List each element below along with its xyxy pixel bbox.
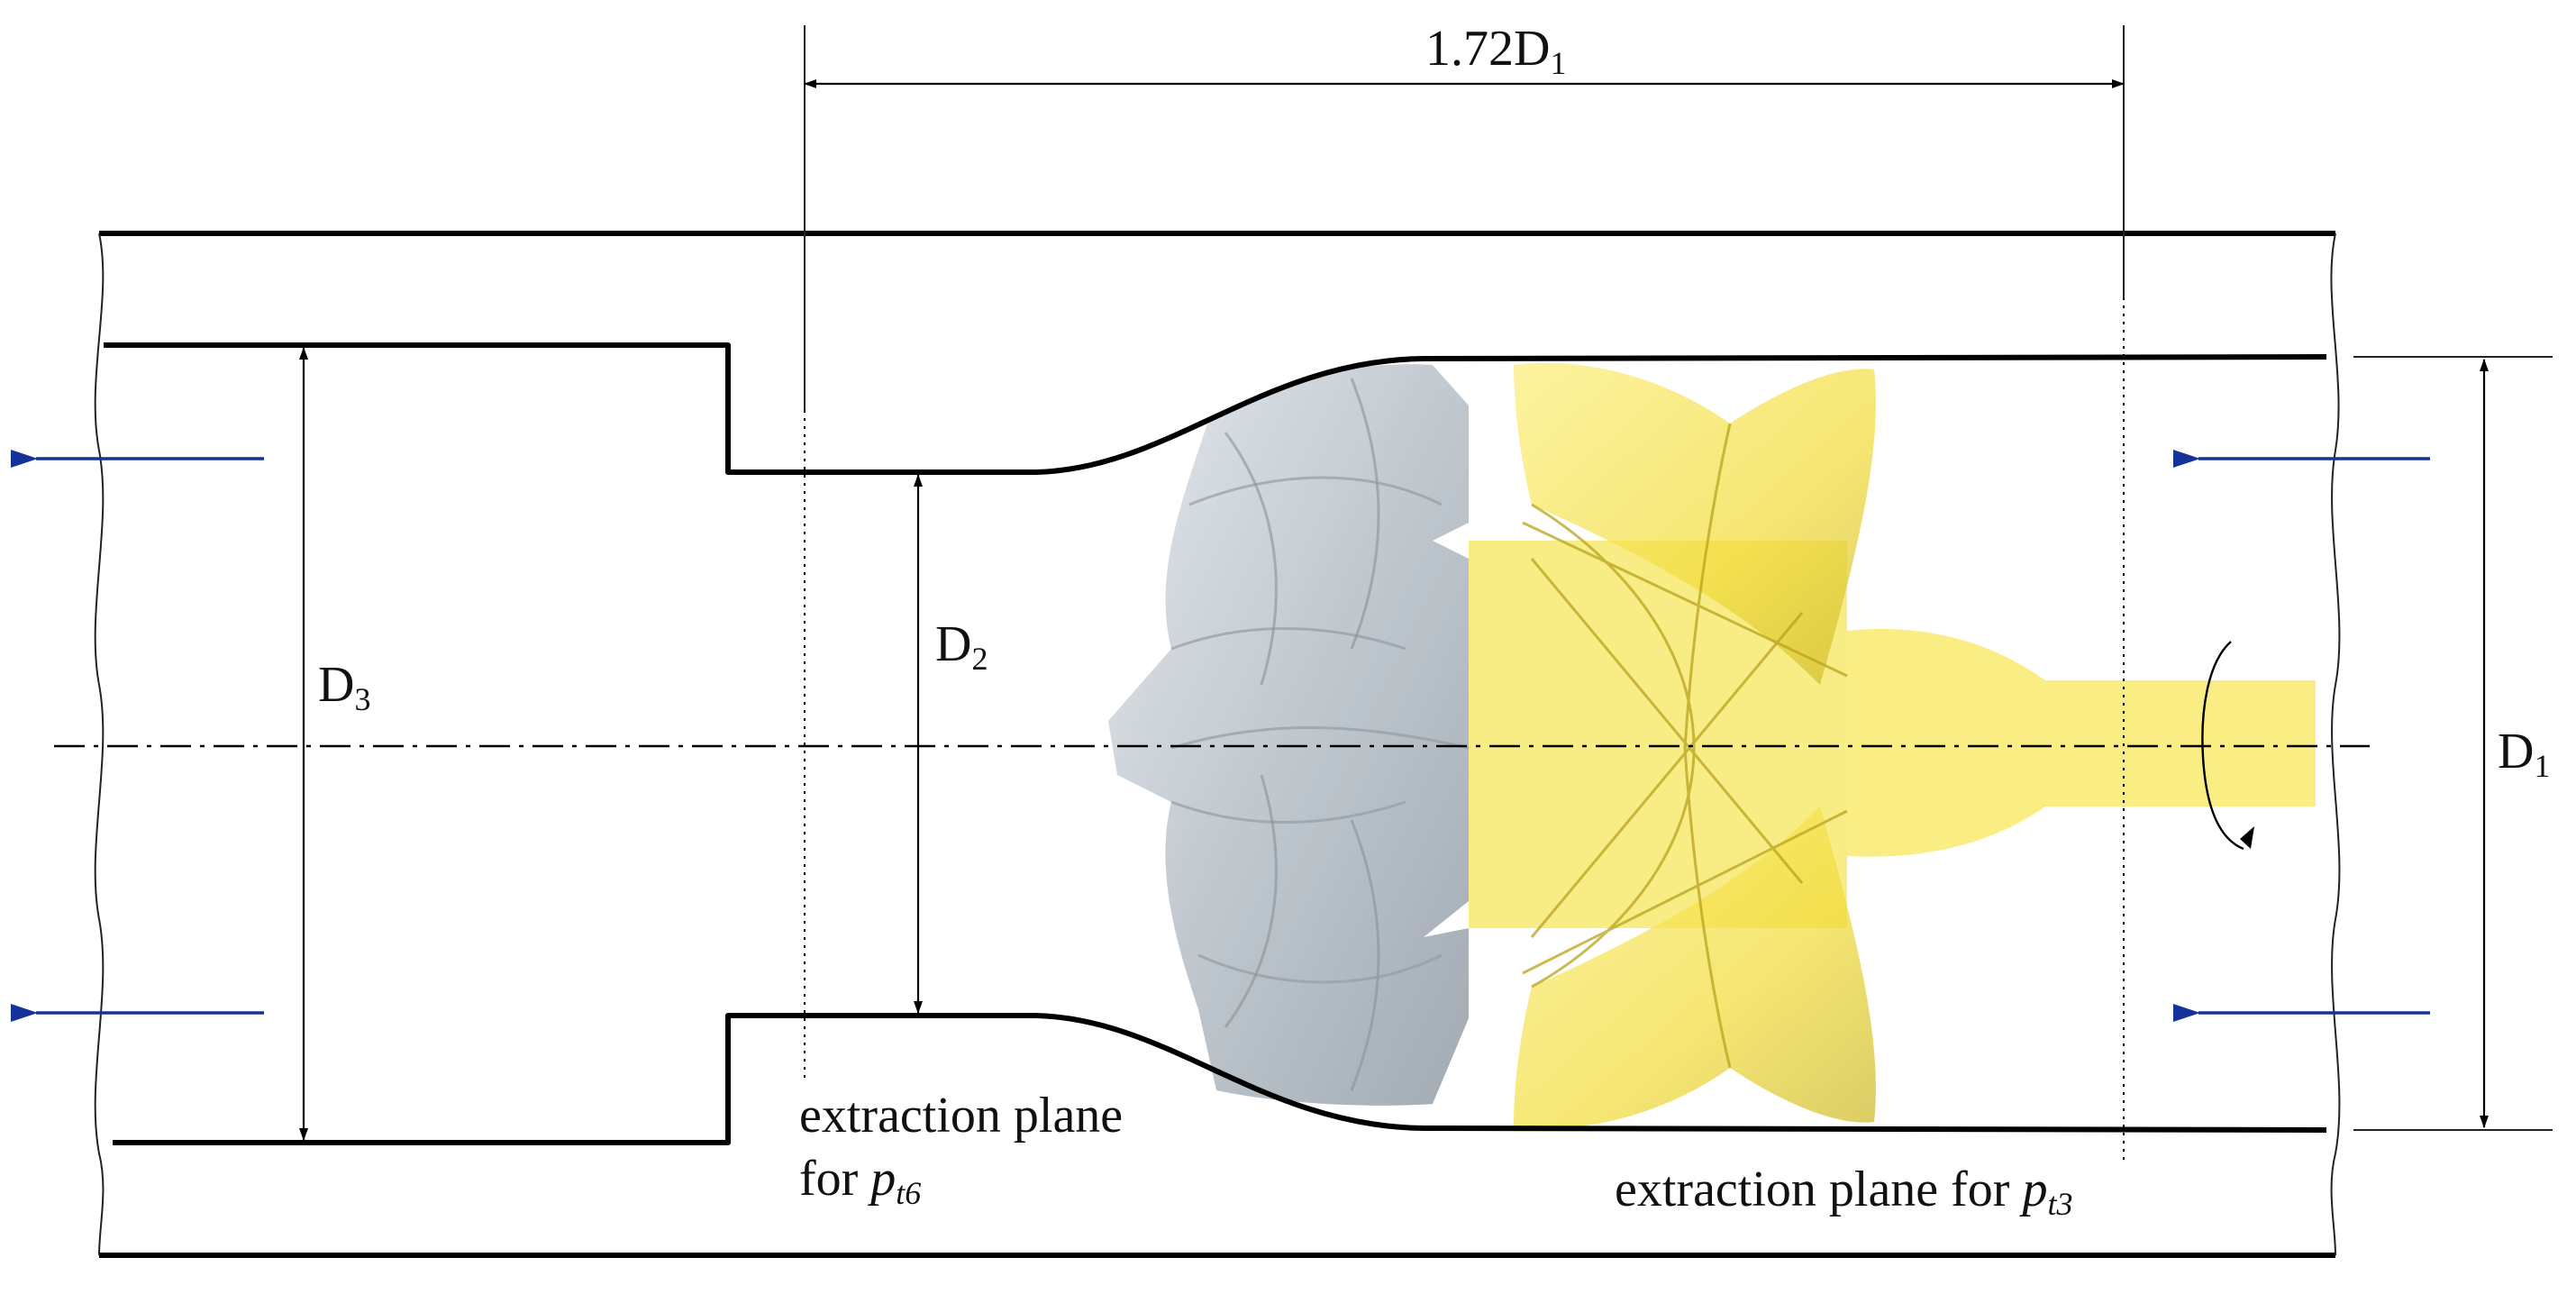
d2-dimension: D2 [914, 474, 988, 1014]
length-dimension-subscript: 1 [1550, 45, 1566, 81]
length-dimension: 1.72D1 [804, 21, 2125, 88]
plane-label-pt3-subscript: t3 [2047, 1186, 2072, 1222]
inducer-shaft [1847, 629, 2316, 857]
impeller-blade-edges [1170, 476, 1470, 984]
plane-label-pt6-line2: for pt6 [799, 1151, 921, 1211]
inner-pipe-bottom-wall [113, 1013, 2327, 1145]
d1-dimension: D1 [2353, 356, 2553, 1131]
d3-label: D3 [318, 657, 370, 717]
break-line-right [2330, 232, 2341, 1256]
rotation-arrow-icon [2201, 641, 2254, 851]
length-dimension-label: 1.72D1 [1425, 21, 1566, 81]
break-line-left [94, 232, 105, 1256]
inner-pipe [104, 342, 2327, 1145]
d1-label-subscript: 1 [2534, 748, 2550, 784]
plane-label-pt6-subscript: t6 [896, 1175, 921, 1211]
d2-label-main: D [935, 616, 971, 672]
inducer [1469, 362, 2316, 1129]
extraction-plane-pt3: extraction plane for pt3 [1615, 25, 2125, 1222]
outer-casing [94, 231, 2341, 1258]
d1-label-main: D [2498, 724, 2534, 779]
extraction-plane-pt6: extraction plane for pt6 [799, 25, 1123, 1211]
d2-label-subscript: 2 [971, 641, 988, 677]
d1-label: D1 [2498, 724, 2550, 784]
plane-label-pt6-line1: extraction plane [799, 1088, 1123, 1144]
impeller-body [1108, 364, 1469, 1106]
inducer-blade-upper [1514, 362, 1876, 685]
impeller-blade-folds [1224, 378, 1380, 1091]
inducer-blade-edges [1522, 423, 1848, 1069]
plane-label-pt3: extraction plane for pt3 [1615, 1162, 2072, 1222]
plane-label-pt3-prefix: extraction plane for [1615, 1162, 2022, 1217]
length-dimension-value: 1.72D [1425, 21, 1550, 77]
plane-label-pt6-prefix: for [799, 1151, 870, 1207]
rotation-arrow-curve [2201, 641, 2244, 851]
plane-label-pt3-symbol: p [2018, 1162, 2047, 1217]
flow-arrows [10, 450, 2430, 1022]
d3-dimension: D3 [299, 347, 370, 1141]
d3-label-main: D [318, 657, 354, 713]
inner-pipe-top-wall [104, 342, 2327, 475]
inducer-blade-lower [1514, 806, 1876, 1129]
impeller [1108, 364, 1470, 1106]
d2-label: D2 [935, 616, 988, 677]
plane-label-pt6-symbol: p [867, 1151, 896, 1207]
rotation-arrow-head [2240, 826, 2254, 849]
d3-label-subscript: 3 [354, 681, 370, 717]
